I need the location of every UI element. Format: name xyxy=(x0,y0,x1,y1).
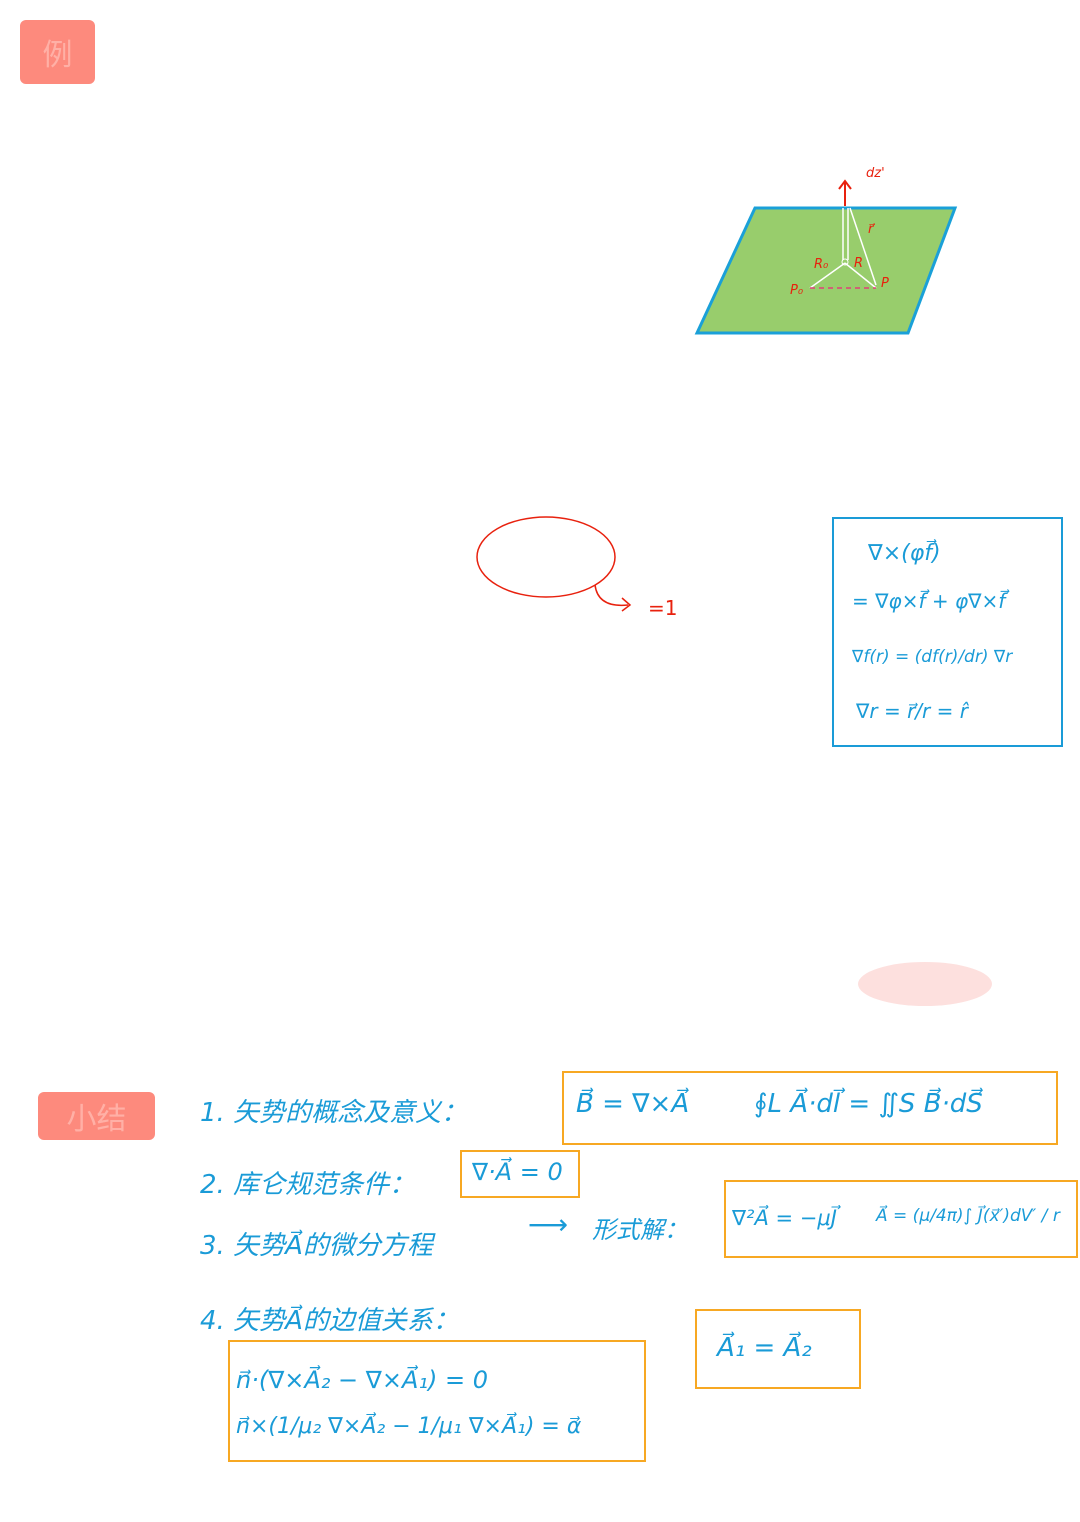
item4-formula-c: A⃗₁ = A⃗₂ xyxy=(717,1333,812,1363)
item1-box: B⃗ = ∇×A⃗ ∮L A⃗·dl⃗ = ∬S B⃗·dS⃗ xyxy=(562,1071,1058,1145)
formula-line-2: = ∇φ×f⃗ + φ∇×f⃗ xyxy=(852,589,1006,613)
label-P0: P₀ xyxy=(790,283,804,298)
ellipse-note: =1 xyxy=(648,596,678,620)
label-R: R xyxy=(854,256,864,271)
label-dz: dz' xyxy=(866,166,885,181)
plane-diagram xyxy=(694,179,958,335)
faint-blob xyxy=(858,962,992,1006)
item3-arrow: ⟶ xyxy=(528,1208,569,1241)
example-badge: 例 xyxy=(20,20,95,84)
item4-formula-b: n⃗×(1/μ₂ ∇×A⃗₂ − 1/μ₁ ∇×A⃗₁) = α⃗ xyxy=(236,1414,582,1439)
item1-label: 1. 矢势的概念及意义： xyxy=(200,1098,468,1128)
label-R0: R₀ xyxy=(814,257,829,272)
plane xyxy=(694,206,958,335)
summary-badge: 小结 xyxy=(38,1092,155,1140)
item4-box-2: A⃗₁ = A⃗₂ xyxy=(695,1309,861,1389)
item3-label: 3. 矢势A⃗的微分方程 xyxy=(200,1231,433,1261)
item3-formula-a: ∇²A⃗ = −μJ⃗ xyxy=(732,1206,837,1230)
item4-label: 4. 矢势A⃗的边值关系： xyxy=(200,1306,459,1336)
item3-label2: 形式解： xyxy=(592,1216,688,1244)
formula-box: ∇×(φf⃗) = ∇φ×f⃗ + φ∇×f⃗ ∇f(r) = (df(r)/d… xyxy=(832,517,1063,747)
item2-label: 2. 库仑规范条件： xyxy=(200,1170,416,1200)
label-P: P xyxy=(881,276,889,291)
formula-line-4: ∇r = r⃗/r = r̂ xyxy=(856,699,968,723)
item2-formula: ∇·A⃗ = 0 xyxy=(472,1158,563,1186)
formula-line-3: ∇f(r) = (df(r)/dr) ∇r xyxy=(852,647,1013,667)
item4-box: n⃗·(∇×A⃗₂ − ∇×A⃗₁) = 0 n⃗×(1/μ₂ ∇×A⃗₂ − … xyxy=(228,1340,646,1462)
item1-formula-a: B⃗ = ∇×A⃗ xyxy=(576,1089,690,1119)
ellipse-sketch xyxy=(476,516,632,612)
label-r-vec: r⃗ xyxy=(868,222,874,237)
item3-box: ∇²A⃗ = −μJ⃗ A⃗ = (μ/4π)∫ J⃗(x⃗′)dV′ / r xyxy=(724,1180,1078,1258)
item1-formula-b: ∮L A⃗·dl⃗ = ∬S B⃗·dS⃗ xyxy=(754,1089,983,1119)
item2-box: ∇·A⃗ = 0 xyxy=(460,1150,580,1198)
item3-formula-b: A⃗ = (μ/4π)∫ J⃗(x⃗′)dV′ / r xyxy=(876,1206,1060,1226)
formula-line-1: ∇×(φf⃗) xyxy=(868,541,941,566)
item4-formula-a: n⃗·(∇×A⃗₂ − ∇×A⃗₁) = 0 xyxy=(236,1366,488,1394)
